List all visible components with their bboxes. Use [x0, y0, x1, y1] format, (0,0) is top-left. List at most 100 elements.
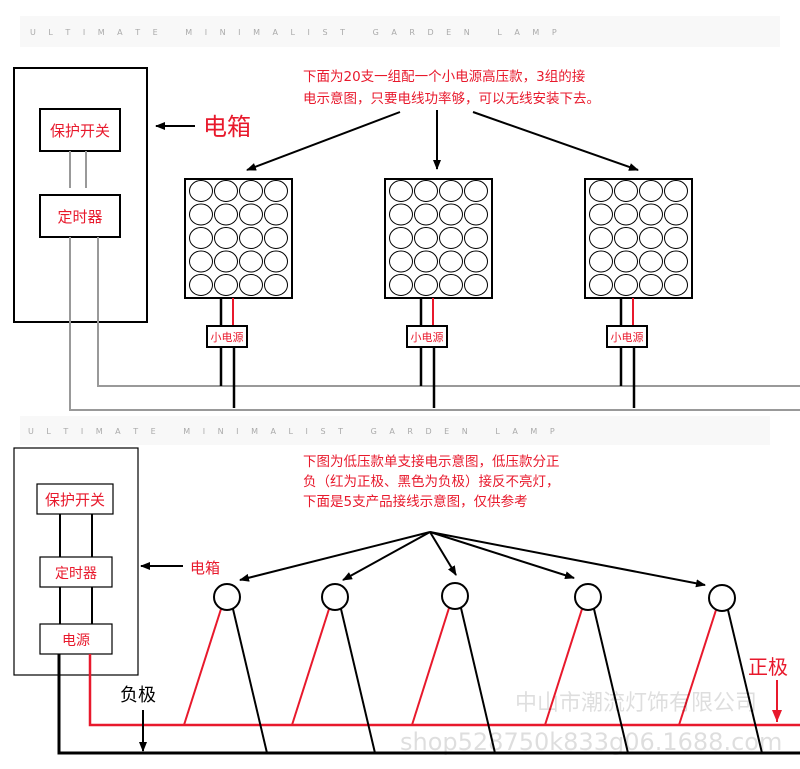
- lamp-icon: [414, 180, 438, 202]
- lamp-icon: [439, 250, 463, 273]
- lamp-icon: [414, 227, 438, 249]
- lamp-icon: [589, 203, 613, 226]
- bottom-note-line-2: 负（红为正极、黑色为负极）接反不亮灯，: [303, 473, 560, 490]
- lamp-icon: [264, 250, 288, 273]
- lamp-icon: [189, 250, 213, 273]
- protection-switch-label: 保护开关: [50, 122, 110, 140]
- lamp-icon: [213, 583, 241, 611]
- lamp-icon: [708, 584, 736, 612]
- lamp-icon: [639, 250, 663, 273]
- lamp-icon: [664, 274, 688, 296]
- small-psu-box: [206, 325, 248, 348]
- lamp-icon: [464, 250, 488, 273]
- banner-bottom-text: U L T I M A T E M I N I M A L I S T G A …: [28, 427, 560, 436]
- small-psu-label: 小电源: [411, 330, 444, 344]
- lamp-icon: [389, 203, 413, 226]
- lamp-icon: [664, 203, 688, 226]
- positive-label: 正极: [748, 655, 788, 679]
- lamp-panel: 小电源: [184, 178, 293, 408]
- garden-lamp: [411, 531, 496, 754]
- negative-wire: [57, 654, 800, 755]
- lamp-icon: [389, 227, 413, 249]
- lamp-icon: [414, 250, 438, 273]
- lamp-icon: [589, 227, 613, 249]
- watermark-shop: shop528750k833g06.1688.com: [400, 728, 782, 756]
- timer-box: [39, 556, 113, 588]
- lamp-icon: [464, 203, 488, 226]
- lamp-icon: [614, 180, 638, 202]
- top-note-line-1: 下面为20支一组配一个小电源高压款，3组的接: [303, 68, 585, 85]
- protection-switch-box: [36, 483, 114, 515]
- lamp-icon: [239, 180, 263, 202]
- lamp-icon: [321, 583, 349, 611]
- garden-lamp: [429, 531, 629, 754]
- arrow-icon: [246, 111, 401, 171]
- lamp-icon: [214, 203, 238, 226]
- arrow-icon: [429, 531, 575, 580]
- arrow-icon: [342, 531, 431, 581]
- arrow-icon: [239, 531, 431, 582]
- timer-box: [39, 194, 121, 238]
- electrical-box-label: 电箱: [203, 113, 251, 141]
- protection-switch-box: [39, 108, 121, 152]
- lamp-icon: [214, 180, 238, 202]
- small-psu-box: [406, 325, 448, 348]
- garden-lamp: [291, 531, 431, 754]
- lamp-icon: [589, 180, 613, 202]
- lamp-icon: [389, 250, 413, 273]
- lamp-icon: [639, 274, 663, 296]
- negative-label: 负极: [120, 685, 156, 706]
- small-psu-label: 小电源: [211, 330, 244, 344]
- electrical-box-top: [13, 67, 148, 323]
- lamp-icon: [464, 274, 488, 296]
- lamp-icon: [464, 227, 488, 249]
- lamp-icon: [239, 203, 263, 226]
- lamp-icon: [439, 203, 463, 226]
- lamp-icon: [441, 582, 469, 610]
- banner-top: [20, 16, 780, 47]
- arrow-icon: [429, 531, 706, 588]
- lamp-icon: [464, 180, 488, 202]
- lamp-icon: [614, 227, 638, 249]
- banner-bottom: [20, 416, 770, 445]
- lamp-icon: [614, 250, 638, 273]
- lamp-icon: [414, 203, 438, 226]
- lamp-icon: [264, 274, 288, 296]
- positive-wire: [88, 654, 800, 727]
- lamp-icon: [239, 250, 263, 273]
- lamp-icon: [664, 227, 688, 249]
- lamp-icon: [189, 180, 213, 202]
- lamp-icon: [614, 203, 638, 226]
- lamp-icon: [264, 227, 288, 249]
- garden-lamp: [183, 531, 431, 754]
- lamp-icon: [439, 180, 463, 202]
- lamp-icon: [189, 203, 213, 226]
- lamp-icon: [189, 274, 213, 296]
- lamp-icon: [414, 274, 438, 296]
- lamp-panel: 小电源: [584, 178, 693, 408]
- power-box: [39, 623, 113, 655]
- timer-label: 定时器: [57, 208, 102, 226]
- arrow-icon: [429, 531, 457, 576]
- timer-label: 定时器: [55, 566, 97, 582]
- lamp-icon: [389, 180, 413, 202]
- wire-main-2: [97, 237, 800, 387]
- top-note-line-2: 电示意图，只要电线功率够，可以无线安装下去。: [303, 90, 600, 107]
- lamp-icon: [264, 180, 288, 202]
- lamp-icon: [214, 250, 238, 273]
- watermark-company: 中山市潮流灯饰有限公司: [515, 691, 757, 716]
- lamp-icon: [639, 227, 663, 249]
- lamp-icon: [264, 203, 288, 226]
- power-label: 电源: [62, 633, 90, 649]
- lamp-icon: [389, 274, 413, 296]
- wire-main-1: [69, 237, 800, 411]
- lamp-icon: [214, 227, 238, 249]
- small-psu-label: 小电源: [611, 330, 644, 344]
- small-psu-box: [606, 325, 648, 348]
- lamp-icon: [639, 180, 663, 202]
- lamp-icon: [664, 250, 688, 273]
- bottom-note-line-3: 下面是5支产品接线示意图，仅供参考: [303, 493, 528, 510]
- lamp-icon: [589, 250, 613, 273]
- lamp-icon: [664, 180, 688, 202]
